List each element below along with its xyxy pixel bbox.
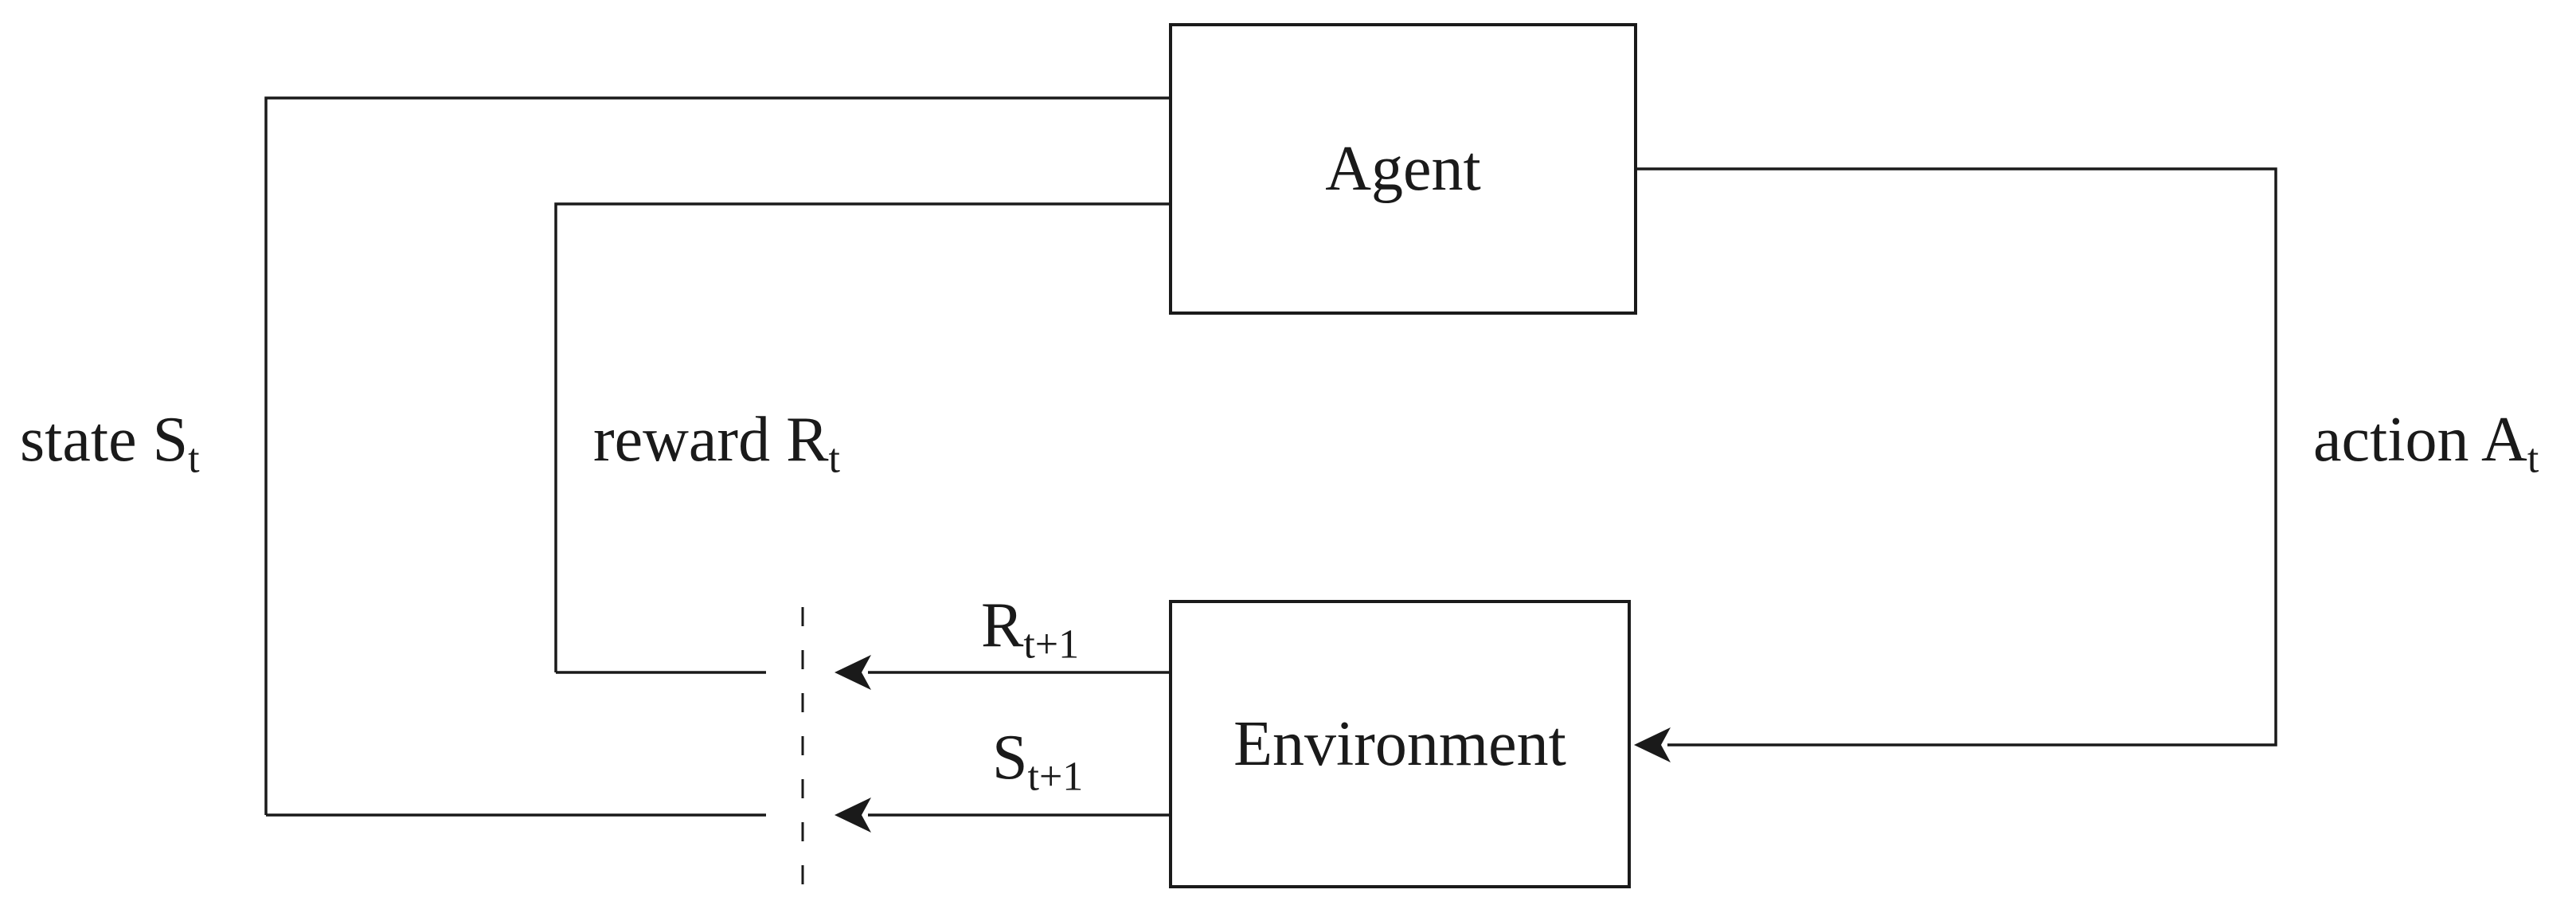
state-label-base: state S	[20, 405, 189, 475]
environment-node: Environment	[1169, 600, 1631, 888]
arrow-left-icon	[1634, 727, 1671, 762]
action-loop-line	[1637, 167, 2277, 747]
agent-node-label: Agent	[1325, 134, 1481, 204]
state-label-subscript: t	[188, 436, 200, 482]
state-edge-label: state St	[20, 408, 200, 480]
action-label-subscript: t	[2527, 436, 2539, 482]
reward-edge-label: reward Rt	[593, 408, 840, 480]
arrow-left-icon	[835, 655, 871, 690]
state-next-label-subscript: t+1	[1027, 754, 1084, 800]
arrow-left-icon	[835, 797, 871, 833]
reward-next-edge-label: Rt+1	[981, 594, 1079, 666]
reward-next-label-base: R	[981, 590, 1024, 660]
environment-node-label: Environment	[1233, 709, 1566, 779]
state-next-edge-label: St+1	[992, 726, 1083, 798]
state-loop-line	[264, 96, 1169, 815]
reward-next-label-subscript: t+1	[1023, 621, 1080, 668]
agent-node: Agent	[1169, 23, 1637, 315]
action-label-base: action A	[2313, 405, 2527, 475]
action-edge-label: action At	[2313, 408, 2539, 480]
reward-loop-line	[554, 202, 1169, 672]
state-next-label-base: S	[992, 723, 1028, 793]
reward-label-base: reward R	[593, 405, 829, 475]
reward-label-subscript: t	[828, 436, 840, 482]
